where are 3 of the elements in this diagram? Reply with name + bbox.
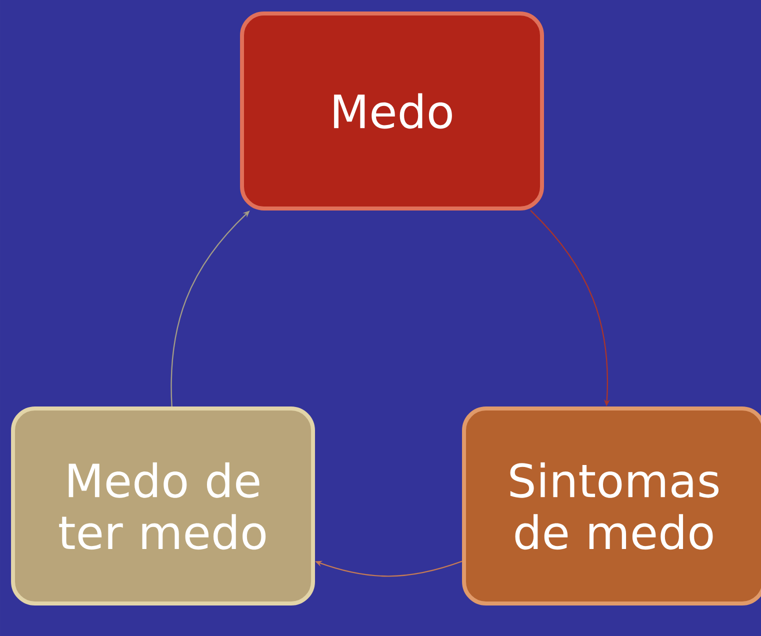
process-box: Medo [240, 12, 544, 210]
process-box: Sintomas de medo [462, 406, 761, 606]
process-box: Medo de ter medo [11, 406, 315, 606]
